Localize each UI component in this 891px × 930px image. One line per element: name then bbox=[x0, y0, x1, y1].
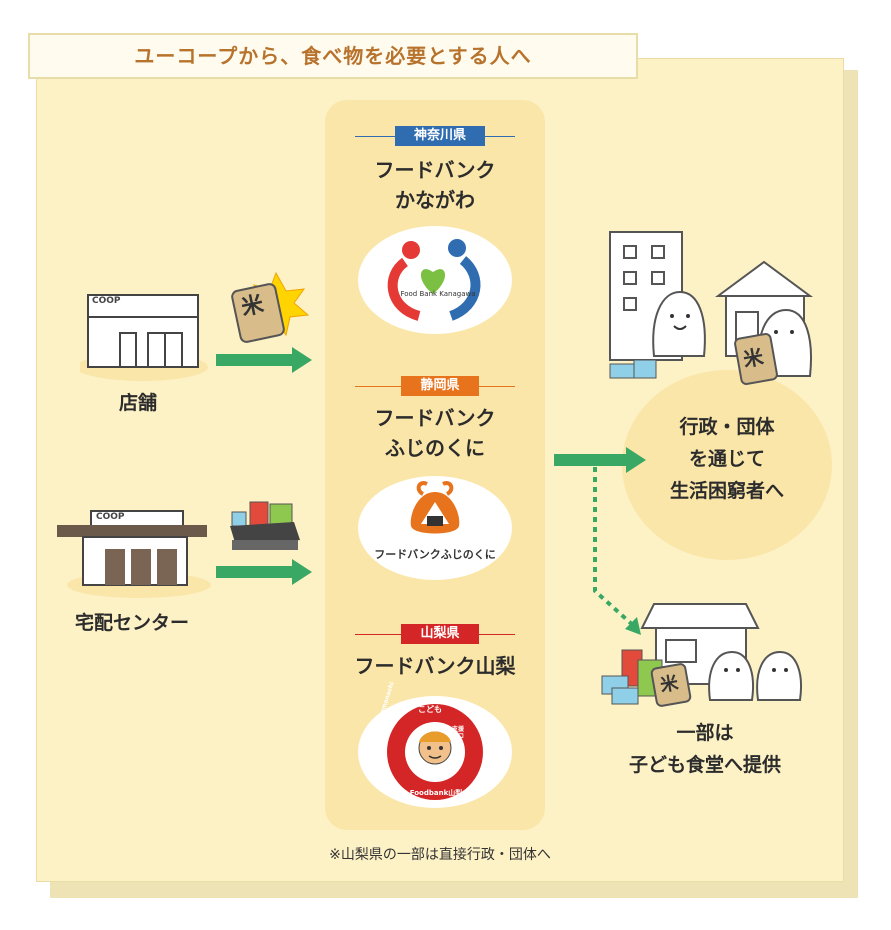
yamanashi-pref-badge: 山梨県 bbox=[401, 624, 479, 644]
store-building-icon bbox=[80, 294, 208, 381]
government-scene-icon bbox=[609, 231, 814, 385]
shizuoka-name-line2: ふじのくに bbox=[385, 436, 485, 460]
delivery-center-icon bbox=[57, 510, 211, 598]
destination-sub-line2: 子ども食堂へ提供 bbox=[628, 754, 781, 776]
kanagawa-logo-text: Food Bank Kanagawa bbox=[400, 290, 476, 298]
destination-sub-line1: 一部は bbox=[676, 722, 734, 744]
kanagawa-pref-badge: 神奈川県 bbox=[395, 126, 485, 146]
store-label: 店舗 bbox=[118, 392, 157, 414]
kids-cafeteria-icon bbox=[601, 603, 802, 707]
diagram-title: ユーコープから、食べ物を必要とする人へ bbox=[134, 44, 532, 68]
destination-main-line3: 生活困窮者へ bbox=[669, 480, 784, 502]
shizuoka-logo-text: フードバンクふじのくに bbox=[374, 548, 496, 561]
dotted-branch-arrow bbox=[593, 467, 641, 635]
destination-main-line2: を通じて bbox=[688, 448, 765, 470]
delivery-sign: COOP bbox=[96, 512, 125, 522]
yamanashi-logo-text-top: こども bbox=[418, 705, 442, 714]
store-sign: COOP bbox=[92, 296, 121, 306]
destination-circle bbox=[622, 370, 832, 560]
kanagawa-name-line2: かながわ bbox=[395, 188, 475, 212]
kanagawa-name-line1: フードバンク bbox=[374, 158, 496, 182]
shizuoka-onigiri-icon bbox=[410, 481, 460, 534]
destination-main-line1: 行政・団体 bbox=[679, 416, 775, 438]
rice-bag-icon bbox=[231, 271, 310, 343]
main-arrow bbox=[554, 447, 646, 473]
shizuoka-name-line1: フードバンク bbox=[374, 406, 496, 430]
yamanashi-name-line1: フードバンク山梨 bbox=[354, 654, 516, 678]
delivery-arrow bbox=[216, 559, 312, 585]
delivery-box-icon bbox=[230, 501, 300, 550]
yamanashi-logo-badge bbox=[387, 704, 483, 800]
yamanashi-logo-text-right: 支援プロジェクト bbox=[452, 726, 465, 754]
kanagawa-logo-icon bbox=[387, 239, 481, 321]
yamanashi-logo-text-bottom: Foodbank山梨 bbox=[409, 789, 463, 797]
title-box bbox=[28, 33, 638, 79]
store-arrow bbox=[216, 347, 312, 373]
shizuoka-pref-badge: 静岡県 bbox=[401, 376, 479, 396]
delivery-label: 宅配センター bbox=[74, 612, 189, 634]
footnote: ※山梨県の一部は直接行政・団体へ bbox=[329, 847, 551, 863]
